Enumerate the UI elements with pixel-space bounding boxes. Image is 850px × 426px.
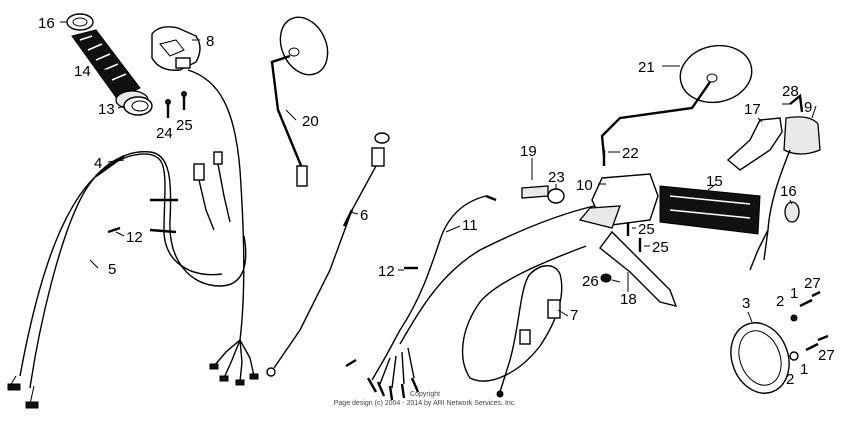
callout-27b: 27 <box>818 347 835 364</box>
callout-5: 5 <box>108 261 116 278</box>
callout-12b: 12 <box>378 263 395 280</box>
part-right-switch-harness <box>345 194 595 401</box>
callout-16: 16 <box>38 15 55 32</box>
callout-8: 8 <box>206 33 214 50</box>
callout-15: 15 <box>706 173 723 190</box>
part-left-switch-harness <box>187 69 245 341</box>
copyright-line-2: Page design (c) 2004 - 2014 by ARI Netwo… <box>334 400 517 407</box>
callout-18: 18 <box>620 291 637 308</box>
part-brake-lever <box>599 230 678 308</box>
part-right-switch-housing <box>726 93 821 271</box>
callout-12: 12 <box>126 229 143 246</box>
callout-2b: 2 <box>786 371 794 388</box>
part-right-mirror <box>600 44 753 157</box>
callout-14: 14 <box>74 63 91 80</box>
part-23 <box>547 188 565 204</box>
callout-19: 19 <box>520 143 537 160</box>
part-right-grip <box>659 185 761 235</box>
callout-24: 24 <box>156 125 173 142</box>
part-grip-end-cap <box>66 13 94 31</box>
callout-17: 17 <box>744 101 761 118</box>
part-headlight-rim <box>730 322 790 394</box>
part-19 <box>521 185 549 199</box>
callout-labels: 16 14 13 8 24 25 20 4 12 5 6 21 28 9 17 … <box>38 15 835 388</box>
callout-26: 26 <box>582 273 599 290</box>
part-clutch-cable <box>266 132 390 377</box>
callout-7: 7 <box>570 307 578 324</box>
callout-1: 1 <box>790 285 798 302</box>
part-screws-left <box>165 91 187 118</box>
part-throttle-tube <box>123 96 153 116</box>
part-throttle-cables <box>7 151 247 409</box>
part-26 <box>600 273 612 283</box>
part-left-mirror <box>270 16 329 187</box>
callout-10: 10 <box>576 177 593 194</box>
callout-11: 11 <box>462 217 478 234</box>
copyright-footer: Copyright Page design (c) 2004 - 2014 by… <box>334 391 517 407</box>
part-left-switch-housing <box>151 26 201 71</box>
callout-25: 25 <box>176 117 193 134</box>
callout-6: 6 <box>360 207 368 224</box>
part-brake-master-cylinder <box>578 173 659 229</box>
callout-23: 23 <box>548 169 565 186</box>
callout-22: 22 <box>622 145 639 162</box>
callout-16b: 16 <box>780 183 797 200</box>
leader-lines <box>60 21 817 323</box>
part-headlight-bolts <box>789 290 829 361</box>
callout-13: 13 <box>98 101 115 118</box>
callout-20: 20 <box>302 113 319 130</box>
callout-9: 9 <box>804 99 812 116</box>
callout-4: 4 <box>94 155 102 172</box>
callout-1b: 1 <box>800 361 808 378</box>
callout-25b: 25 <box>638 221 655 238</box>
callout-3: 3 <box>742 295 750 312</box>
part-brake-hose <box>461 245 587 398</box>
callout-21: 21 <box>638 59 655 76</box>
part-screws-right <box>626 222 642 252</box>
callout-28: 28 <box>782 83 799 100</box>
callout-25c: 25 <box>652 239 669 256</box>
callout-2: 2 <box>776 293 784 310</box>
callout-27: 27 <box>804 275 821 292</box>
copyright-line-1: Copyright <box>410 391 440 398</box>
